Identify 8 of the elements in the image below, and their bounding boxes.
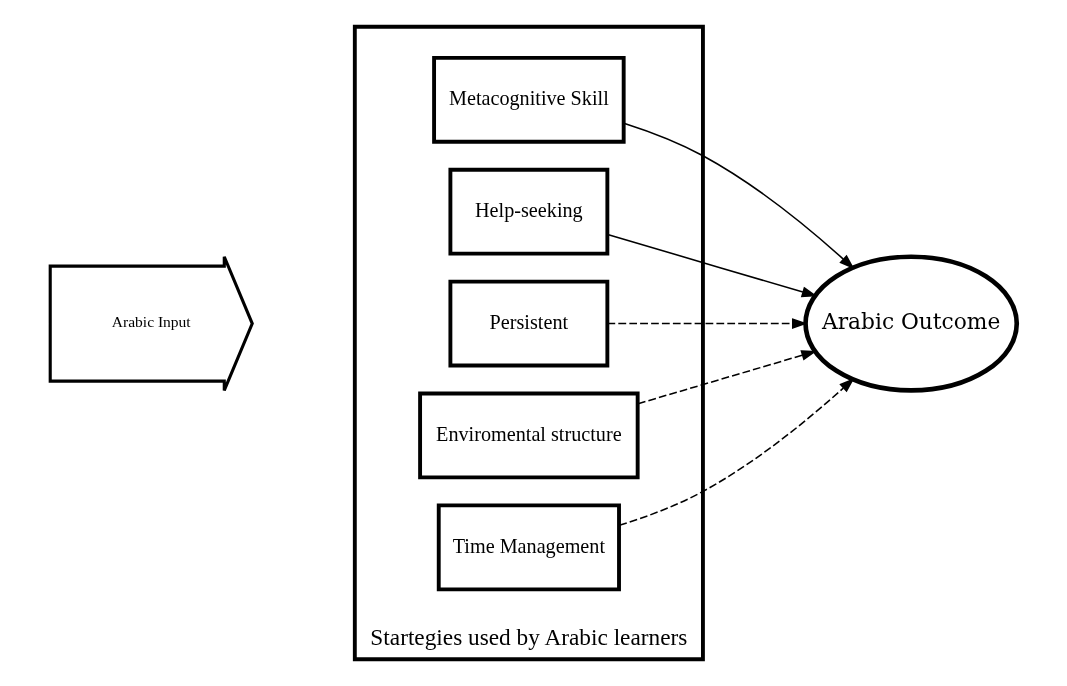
node-box: Metacognitive Skill [432, 55, 626, 144]
node-box: Help-seeking [448, 167, 610, 256]
node-box: Enviromental structure [418, 391, 640, 480]
node-box: Time Management [436, 503, 621, 592]
arrow [637, 350, 817, 405]
arrow [623, 122, 855, 270]
node-box: Persistent [448, 279, 610, 368]
arrow [618, 377, 855, 527]
